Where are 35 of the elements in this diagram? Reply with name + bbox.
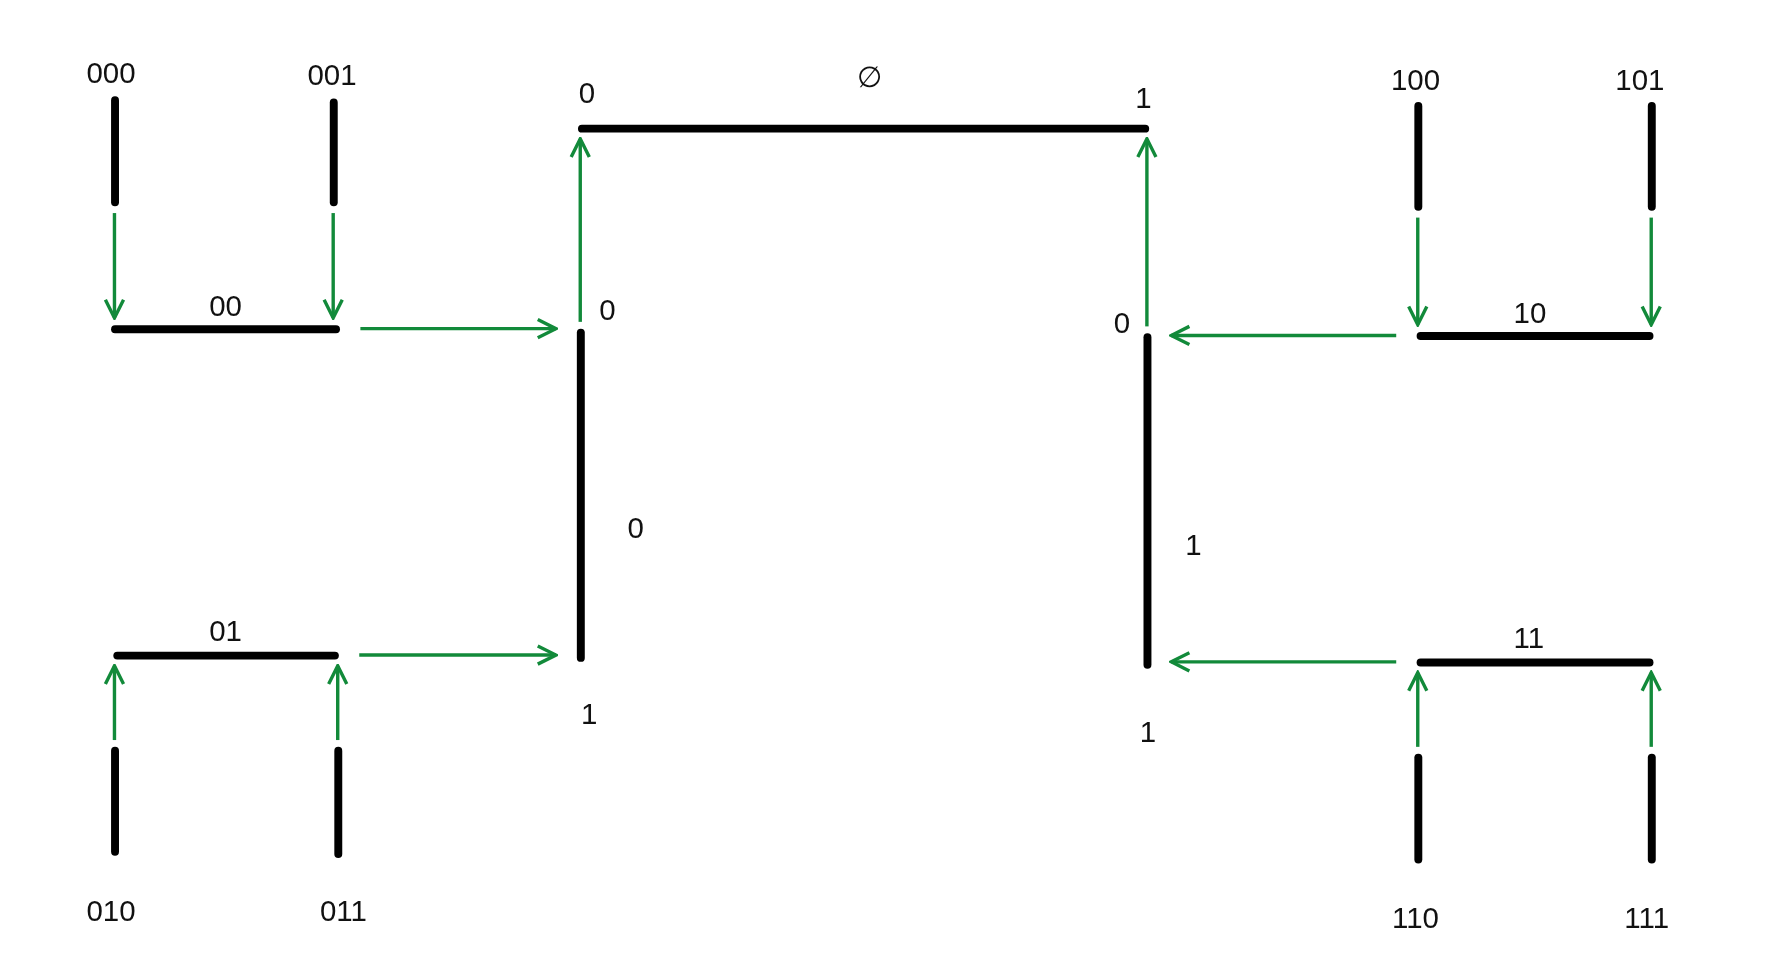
arrow	[326, 664, 349, 741]
bit-label: 100	[1390, 64, 1441, 95]
bit-label: 111	[1624, 903, 1670, 933]
bit-label: 1	[1135, 82, 1152, 113]
arrow	[1136, 137, 1158, 327]
arrow	[322, 213, 344, 320]
bit-label: 011	[319, 896, 367, 926]
bit-label: 1	[581, 699, 598, 729]
bit-label: 0	[578, 78, 596, 108]
bit-label: 1	[1139, 717, 1157, 747]
arrow	[1640, 670, 1662, 747]
arrow	[1407, 670, 1429, 747]
bit-label: 000	[86, 57, 136, 88]
arrow	[1169, 651, 1397, 673]
arrow	[103, 664, 126, 741]
arrow	[360, 317, 558, 340]
bit-label: 010	[86, 896, 136, 926]
bit-label: 001	[307, 60, 357, 90]
bit-label: 0	[627, 513, 644, 543]
bit-label: 0	[599, 294, 616, 325]
arrow	[1640, 217, 1662, 327]
arrow	[569, 137, 591, 322]
bit-label: ∅	[857, 62, 884, 92]
bit-label: 101	[1615, 64, 1665, 95]
bit-label: 110	[1392, 903, 1439, 933]
bit-label: 10	[1513, 298, 1547, 328]
bit-label: 01	[209, 616, 242, 646]
bit-label: 0	[1113, 308, 1131, 338]
bit-label: 00	[209, 291, 242, 321]
bit-label: 1	[1185, 530, 1202, 560]
arrow	[359, 644, 558, 666]
bit-label: 11	[1513, 623, 1545, 653]
arrow	[1407, 217, 1429, 327]
arrow	[1169, 324, 1397, 347]
arrow	[103, 213, 126, 320]
